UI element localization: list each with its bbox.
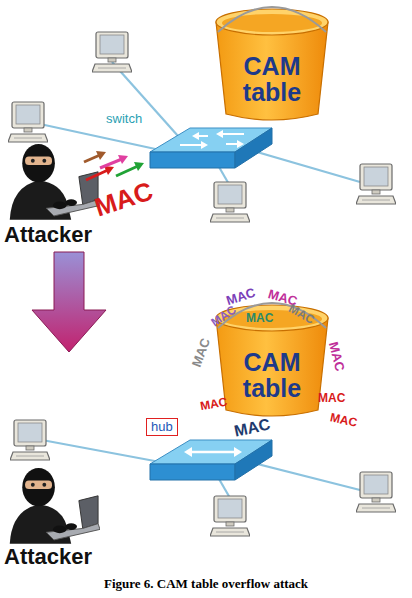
- attacker-label: Attacker: [4, 224, 92, 246]
- bucket-label: CAM table: [230, 53, 314, 106]
- mac-label: MAC: [199, 396, 228, 413]
- attacker-label: Attacker: [4, 546, 92, 568]
- hub-label: hub: [151, 420, 173, 434]
- mac-label: MAC: [329, 411, 358, 428]
- mac-label: MAC: [190, 336, 212, 368]
- cam-table-bucket: CAM table: [210, 2, 334, 126]
- mac-label: MAC: [246, 312, 273, 324]
- bucket-label: CAM table: [230, 349, 314, 402]
- mac-label: MAC: [233, 416, 272, 439]
- switch-label: switch: [106, 112, 142, 125]
- mac-label: MAC: [318, 392, 345, 404]
- mac-label: MAC: [91, 177, 155, 220]
- hub-tag: hub: [146, 418, 178, 436]
- mac-label: MAC: [327, 341, 347, 373]
- switch-symbol: [150, 440, 272, 480]
- figure-caption: Figure 6. CAM table overflow attack: [0, 576, 412, 592]
- switch-symbol: [150, 128, 272, 168]
